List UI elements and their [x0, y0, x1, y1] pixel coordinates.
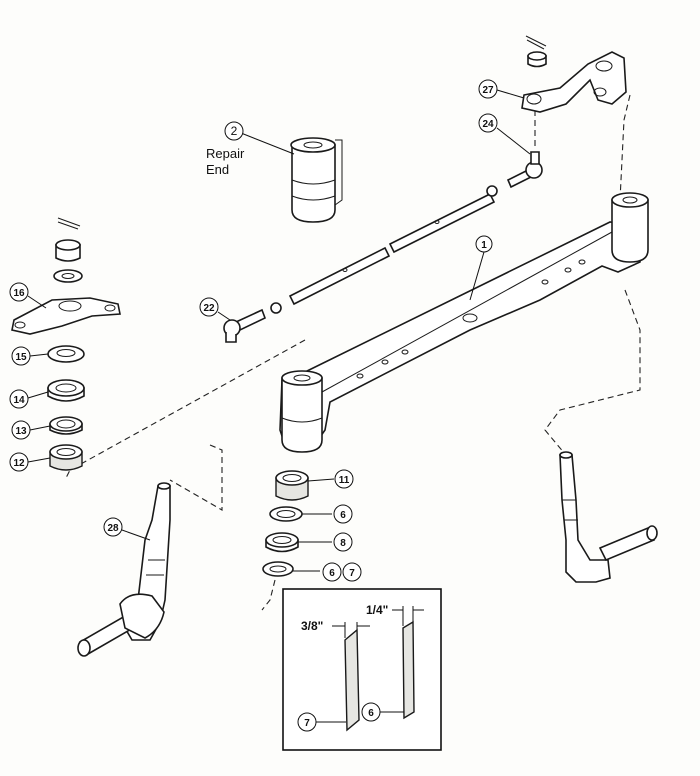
callout-15: 15 — [11, 346, 31, 366]
assembly-line-bushing — [261, 579, 276, 611]
callout-1: 1 — [475, 235, 493, 253]
left-steering-arm-part — [11, 297, 121, 335]
leader-16 — [27, 295, 47, 309]
inset-dimension-left: 3/8" — [301, 619, 323, 633]
assembly-line-knuckle-left — [169, 444, 223, 511]
svg-text:28: 28 — [107, 523, 119, 534]
inset-box — [282, 588, 442, 751]
svg-text:1: 1 — [481, 240, 487, 251]
leader-22 — [217, 311, 231, 321]
race-13 — [49, 416, 83, 435]
svg-text:13: 13 — [15, 426, 27, 437]
leader-28 — [121, 529, 151, 541]
repair-end-label-line1: Repair — [206, 146, 245, 161]
callout-13: 13 — [11, 420, 31, 440]
callout-11: 11 — [334, 469, 354, 489]
washer-left — [53, 269, 83, 283]
cotter-pin-left — [57, 217, 81, 230]
svg-text:15: 15 — [15, 352, 27, 363]
svg-text:6: 6 — [368, 708, 374, 719]
svg-text:16: 16 — [13, 288, 25, 299]
seal-8 — [265, 532, 299, 553]
svg-text:6: 6 — [329, 568, 335, 579]
callout-28: 28 — [103, 517, 123, 537]
callout-6-inset: 6 — [361, 702, 381, 722]
callout-7-inset: 7 — [297, 712, 317, 732]
callout-24: 24 — [478, 113, 498, 133]
svg-text:12: 12 — [13, 458, 25, 469]
cotter-pin-right — [525, 35, 547, 50]
leader-12 — [27, 457, 51, 463]
callout-6-lower: 6 — [322, 562, 342, 582]
leader-11 — [307, 478, 335, 482]
leader-13 — [29, 425, 51, 431]
inset-dimension-right: 1/4" — [366, 603, 388, 617]
svg-text:7: 7 — [349, 568, 355, 579]
svg-text:27: 27 — [482, 85, 494, 96]
repair-end-part — [290, 137, 343, 223]
tie-rod-end-right-part — [506, 151, 543, 189]
seal-14 — [47, 379, 85, 402]
svg-text:2: 2 — [231, 124, 238, 138]
callout-27: 27 — [478, 79, 498, 99]
callout-6-upper: 6 — [333, 504, 353, 524]
castle-nut-right — [527, 51, 547, 68]
leader-14 — [27, 391, 49, 399]
svg-text:7: 7 — [304, 718, 310, 729]
tie-rod-end-left-part — [223, 308, 267, 343]
callout-14: 14 — [9, 389, 29, 409]
leader-15 — [29, 353, 49, 357]
callout-22: 22 — [199, 297, 219, 317]
svg-text:14: 14 — [13, 395, 25, 406]
right-spindle-part — [559, 451, 658, 583]
shim-6-upper — [269, 506, 303, 522]
axle-beam-part — [279, 192, 649, 453]
assembly-line-right — [544, 289, 641, 461]
leader-27 — [496, 89, 525, 99]
leader-1 — [469, 251, 485, 301]
callout-7-lower: 7 — [342, 562, 362, 582]
leader-2 — [240, 132, 295, 155]
castle-nut-left — [55, 239, 81, 262]
callout-16: 16 — [9, 282, 29, 302]
svg-text:24: 24 — [482, 119, 494, 130]
callout-12: 12 — [9, 452, 29, 472]
tie-rod-part — [270, 185, 498, 314]
svg-text:11: 11 — [339, 475, 350, 486]
repair-end-label-line2: End — [206, 162, 229, 177]
callout-8: 8 — [333, 532, 353, 552]
svg-text:6: 6 — [340, 510, 346, 521]
svg-text:8: 8 — [340, 538, 346, 549]
svg-text:22: 22 — [203, 303, 215, 314]
leader-24 — [496, 127, 531, 155]
washer-15 — [47, 345, 85, 363]
bearing-11 — [275, 470, 309, 501]
assembly-line-right-top — [619, 94, 631, 201]
left-spindle-part — [77, 482, 171, 657]
assembly-line-left — [65, 339, 306, 479]
bearing-12 — [49, 444, 83, 471]
shim-6-lower — [262, 561, 294, 577]
callout-2: 2 — [224, 121, 244, 141]
right-steering-arm-part — [521, 51, 627, 113]
